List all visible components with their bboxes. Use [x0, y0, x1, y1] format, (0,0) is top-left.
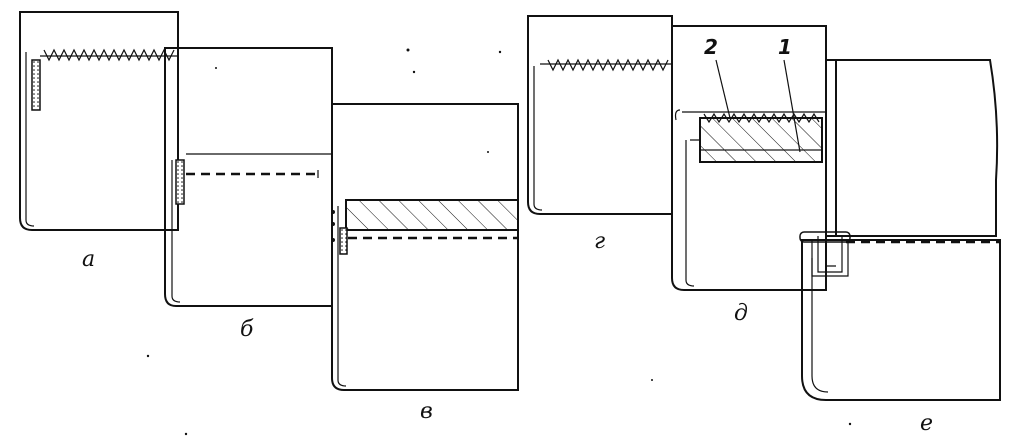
label-v: в — [420, 399, 433, 424]
overlock-zigzag-d — [703, 112, 820, 124]
figure-b: б — [164, 47, 333, 342]
label-b: б — [240, 317, 254, 342]
interfacing-strip-a — [31, 59, 41, 111]
label-g: г — [594, 229, 605, 254]
callout-1: 1 — [778, 35, 792, 59]
figure-v: в — [331, 103, 519, 424]
specks — [146, 48, 852, 436]
label-a: а — [82, 247, 95, 272]
figure-a: а — [19, 11, 179, 272]
interfacing-strip-v — [339, 227, 348, 255]
label-e: е — [920, 411, 933, 436]
figure-e: е — [799, 59, 1001, 436]
overlock-zigzag-a — [43, 48, 175, 62]
callout-2: 2 — [704, 35, 718, 59]
hatched-facing-d — [699, 117, 823, 163]
figure-d: 2 1 д — [671, 25, 827, 326]
overlock-zigzag-g — [547, 58, 669, 72]
label-d: д — [734, 301, 748, 326]
interfacing-strip-b — [175, 159, 185, 205]
hatched-facing-v — [345, 199, 519, 231]
figure-g: г — [527, 15, 673, 254]
